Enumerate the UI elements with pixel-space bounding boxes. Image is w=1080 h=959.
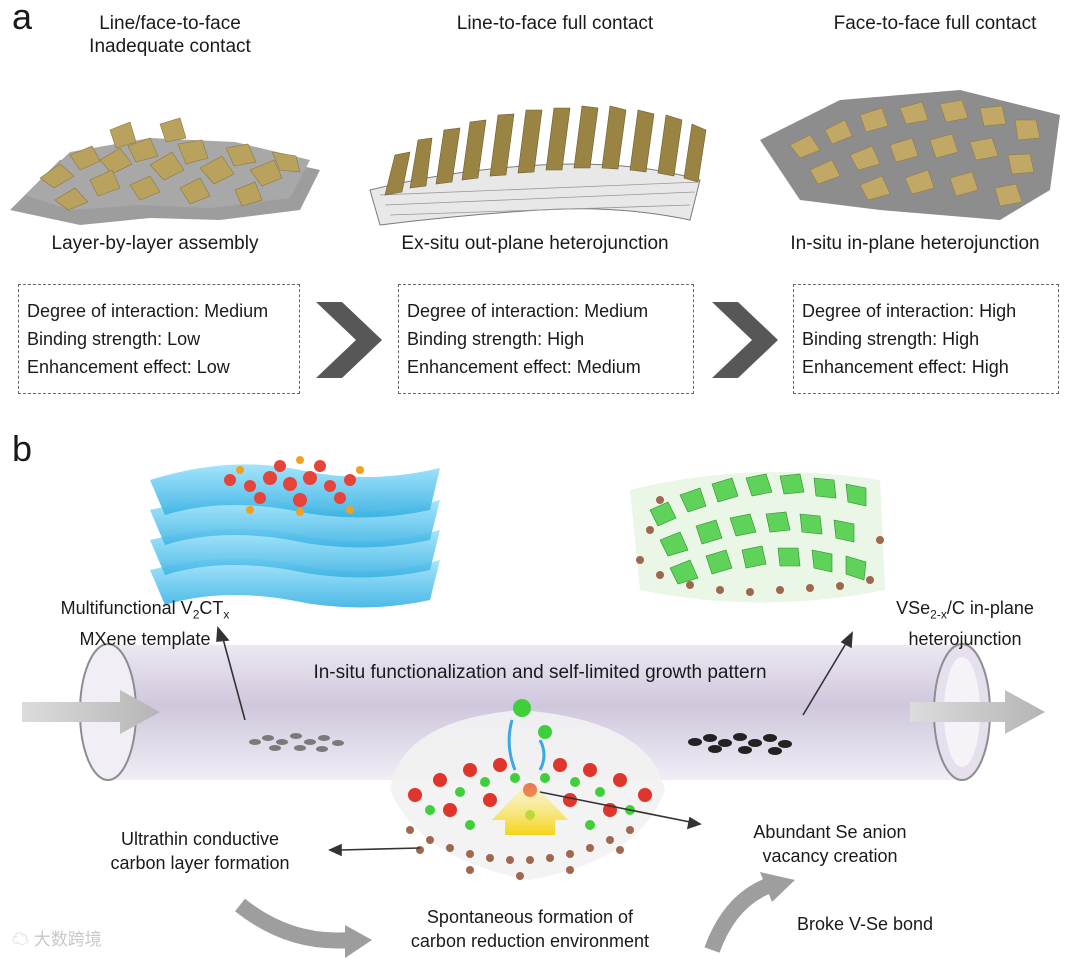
panel-a-illustrations (10, 90, 1060, 226)
up-arrow-icon (492, 780, 568, 835)
mxene-template-illustration (150, 456, 440, 608)
reduction-label: Spontaneous formation of carbon reductio… (410, 907, 650, 951)
column-1-title-line1: Line/face-to-face (99, 13, 241, 34)
watermark: ☁ 大数跨境 (12, 930, 102, 949)
curved-arrow-left (235, 898, 351, 949)
pointer-arrows (216, 625, 853, 857)
product-powder (688, 733, 792, 755)
layer-by-layer-illustration (10, 117, 320, 225)
column-2-subtitle: Ex-situ out-plane heterojunction (401, 233, 669, 254)
product-label: VSe2-x/C in-plane heterojunction (896, 598, 1034, 649)
panel-b-illustration (22, 456, 1045, 958)
tube-label: In-situ functionalization and self-limit… (313, 662, 767, 683)
property-interaction: Degree of interaction: Medium (27, 301, 269, 321)
vse2-carbon-product-illustration (630, 472, 885, 603)
property-interaction: Degree of interaction: High (802, 301, 1017, 321)
panel-letter-b: b (12, 428, 33, 469)
column-1-title: Line/face-to-face Inadequate contact (70, 12, 270, 58)
property-binding: Binding strength: High (407, 329, 585, 349)
property-enhancement: Enhancement effect: High (802, 357, 1009, 377)
property-interaction: Degree of interaction: Medium (407, 301, 649, 321)
se-atom-green (513, 699, 531, 717)
column-2-title: Line-to-face full contact (456, 13, 654, 34)
properties-box-2: Degree of interaction: Medium Binding st… (398, 284, 694, 394)
bond-label: Broke V-Se bond (796, 914, 934, 934)
properties-box-1: Degree of interaction: Medium Binding st… (18, 284, 300, 394)
properties-box-3: Degree of interaction: High Binding stre… (793, 284, 1059, 394)
vacancy-label: Abundant Se anion vacancy creation (753, 822, 907, 866)
column-3-subtitle: In-situ in-plane heterojunction (790, 233, 1040, 254)
chevron-right-icon (712, 302, 778, 378)
column-3-title: Face-to-face full contact (833, 13, 1037, 34)
column-1-subtitle: Layer-by-layer assembly (51, 233, 259, 254)
flow-out-arrow (910, 690, 1045, 734)
template-label: Multifunctional V2CTx MXene template (60, 598, 230, 649)
property-binding: Binding strength: High (802, 329, 980, 349)
column-1-title-line2: Inadequate contact (89, 36, 251, 57)
property-enhancement: Enhancement effect: Medium (407, 357, 641, 377)
curved-arrow-right (704, 877, 774, 953)
out-plane-heterojunction-illustration (369, 105, 707, 226)
property-enhancement: Enhancement effect: Low (27, 357, 230, 377)
precursor-powder (249, 733, 344, 752)
in-plane-heterojunction-illustration (760, 90, 1060, 220)
watermark-icon: ☁ (12, 930, 29, 949)
chevron-right-icon (316, 302, 382, 378)
carbon-layer-label: Ultrathin conductive carbon layer format… (110, 829, 290, 873)
flow-in-arrow (22, 690, 160, 734)
property-binding: Binding strength: Low (27, 329, 201, 349)
panel-letter-a: a (12, 0, 33, 37)
